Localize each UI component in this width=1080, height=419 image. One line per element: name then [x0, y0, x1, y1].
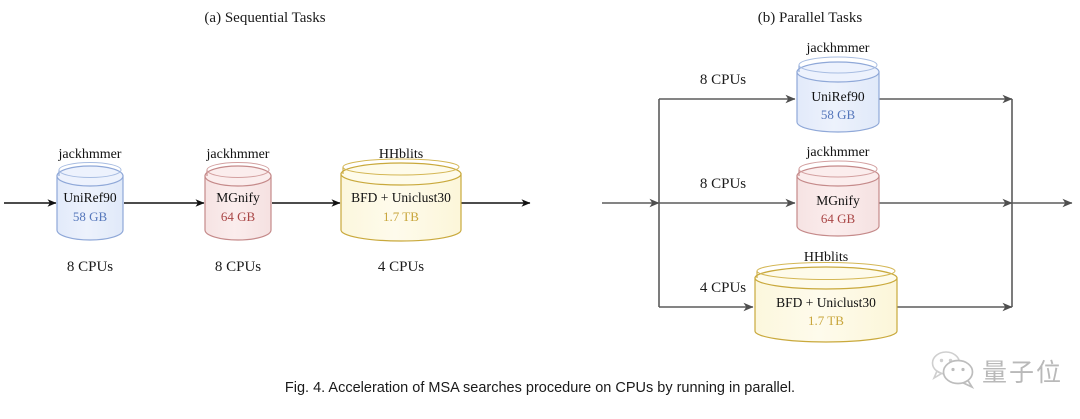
cylinder-top — [796, 61, 880, 83]
db-size-bfd: 1.7 TB — [808, 313, 844, 328]
watermark: 量子位 — [931, 351, 1063, 389]
db-name-uniref90: UniRef90 — [811, 89, 864, 104]
db-name-bfd: BFD + Uniclust30 — [776, 295, 876, 310]
engine-label-jackhmmer: jackhmmer — [806, 41, 870, 56]
cylinder-body — [340, 173, 462, 242]
panel-title-parallel: (b) Parallel Tasks — [758, 10, 863, 26]
watermark-text: 量子位 — [982, 358, 1063, 387]
engine-label-jackhmmer: jackhmmer — [806, 145, 870, 160]
cylinder-top — [340, 162, 462, 186]
cylinder-uniref90 — [796, 56, 880, 133]
figure-caption: Fig. 4. Acceleration of MSA searches pro… — [285, 380, 795, 396]
db-size-uniref90: 58 GB — [821, 107, 856, 122]
cylinder-body — [56, 175, 124, 241]
cylinder-body — [796, 71, 880, 133]
wechat-icon — [931, 351, 975, 389]
cylinder-bfd — [340, 158, 462, 242]
sequential-stage-bfd[interactable]: HHblits BFD + Uniclust30 1.7 TB 4 CPUs — [340, 147, 462, 275]
db-size-bfd: 1.7 TB — [383, 209, 419, 224]
db-size-mgnify: 64 GB — [821, 211, 856, 226]
cpu-label-mgnify: 8 CPUs — [215, 259, 261, 275]
cpu-label-uniref90: 8 CPUs — [67, 259, 113, 275]
cylinder-uniref90 — [56, 162, 124, 241]
cylinder-inner-rim — [206, 162, 270, 178]
sequential-stage-mgnify[interactable]: jackhmmer MGnify 64 GB 8 CPUs — [204, 147, 272, 275]
cylinder-top — [56, 165, 124, 187]
cylinder-mgnify — [204, 162, 272, 241]
cylinder-inner-rim — [798, 56, 878, 74]
db-name-uniref90: UniRef90 — [63, 190, 116, 205]
cylinder-inner-rim — [58, 162, 122, 178]
cylinder-inner-rim — [342, 158, 460, 176]
cylinder-inner-rim — [756, 262, 896, 280]
sequential-stage-uniref90[interactable]: jackhmmer UniRef90 58 GB 8 CPUs — [56, 147, 124, 275]
db-name-mgnify: MGnify — [216, 190, 260, 205]
cylinder-inner-rim — [798, 160, 878, 178]
cylinder-body — [754, 277, 898, 343]
cpu-label-branch-mgnify: 8 CPUs — [700, 176, 746, 192]
cylinder-top — [796, 165, 880, 187]
cpu-label-branch-uniref90: 8 CPUs — [700, 72, 746, 88]
parallel-flow-arrows — [602, 94, 1073, 312]
panel-title-sequential: (a) Sequential Tasks — [204, 10, 325, 26]
cpu-label-branch-bfd: 4 CPUs — [700, 280, 746, 296]
cpu-label-bfd: 4 CPUs — [378, 259, 424, 275]
parallel-branch-mgnify[interactable]: 8 CPUs jackhmmer MGnify 64 GB — [700, 145, 880, 237]
db-name-bfd: BFD + Uniclust30 — [351, 190, 451, 205]
cylinder-body — [796, 175, 880, 237]
cylinder-bfd — [754, 262, 898, 343]
cylinder-top — [754, 266, 898, 290]
engine-label-hhblits: HHblits — [379, 147, 423, 162]
cylinder-mgnify — [796, 160, 880, 237]
db-size-uniref90: 58 GB — [73, 209, 108, 224]
cylinder-body — [204, 175, 272, 241]
parallel-branch-uniref90[interactable]: 8 CPUs jackhmmer UniRef90 58 GB — [700, 41, 880, 133]
db-name-mgnify: MGnify — [816, 193, 860, 208]
engine-label-hhblits: HHblits — [804, 250, 848, 265]
engine-label-jackhmmer: jackhmmer — [58, 147, 122, 162]
cylinder-top — [204, 165, 272, 187]
engine-label-jackhmmer: jackhmmer — [206, 147, 270, 162]
parallel-branch-bfd[interactable]: 4 CPUs HHblits BFD + Uniclust30 1.7 TB — [700, 250, 898, 343]
db-size-mgnify: 64 GB — [221, 209, 256, 224]
